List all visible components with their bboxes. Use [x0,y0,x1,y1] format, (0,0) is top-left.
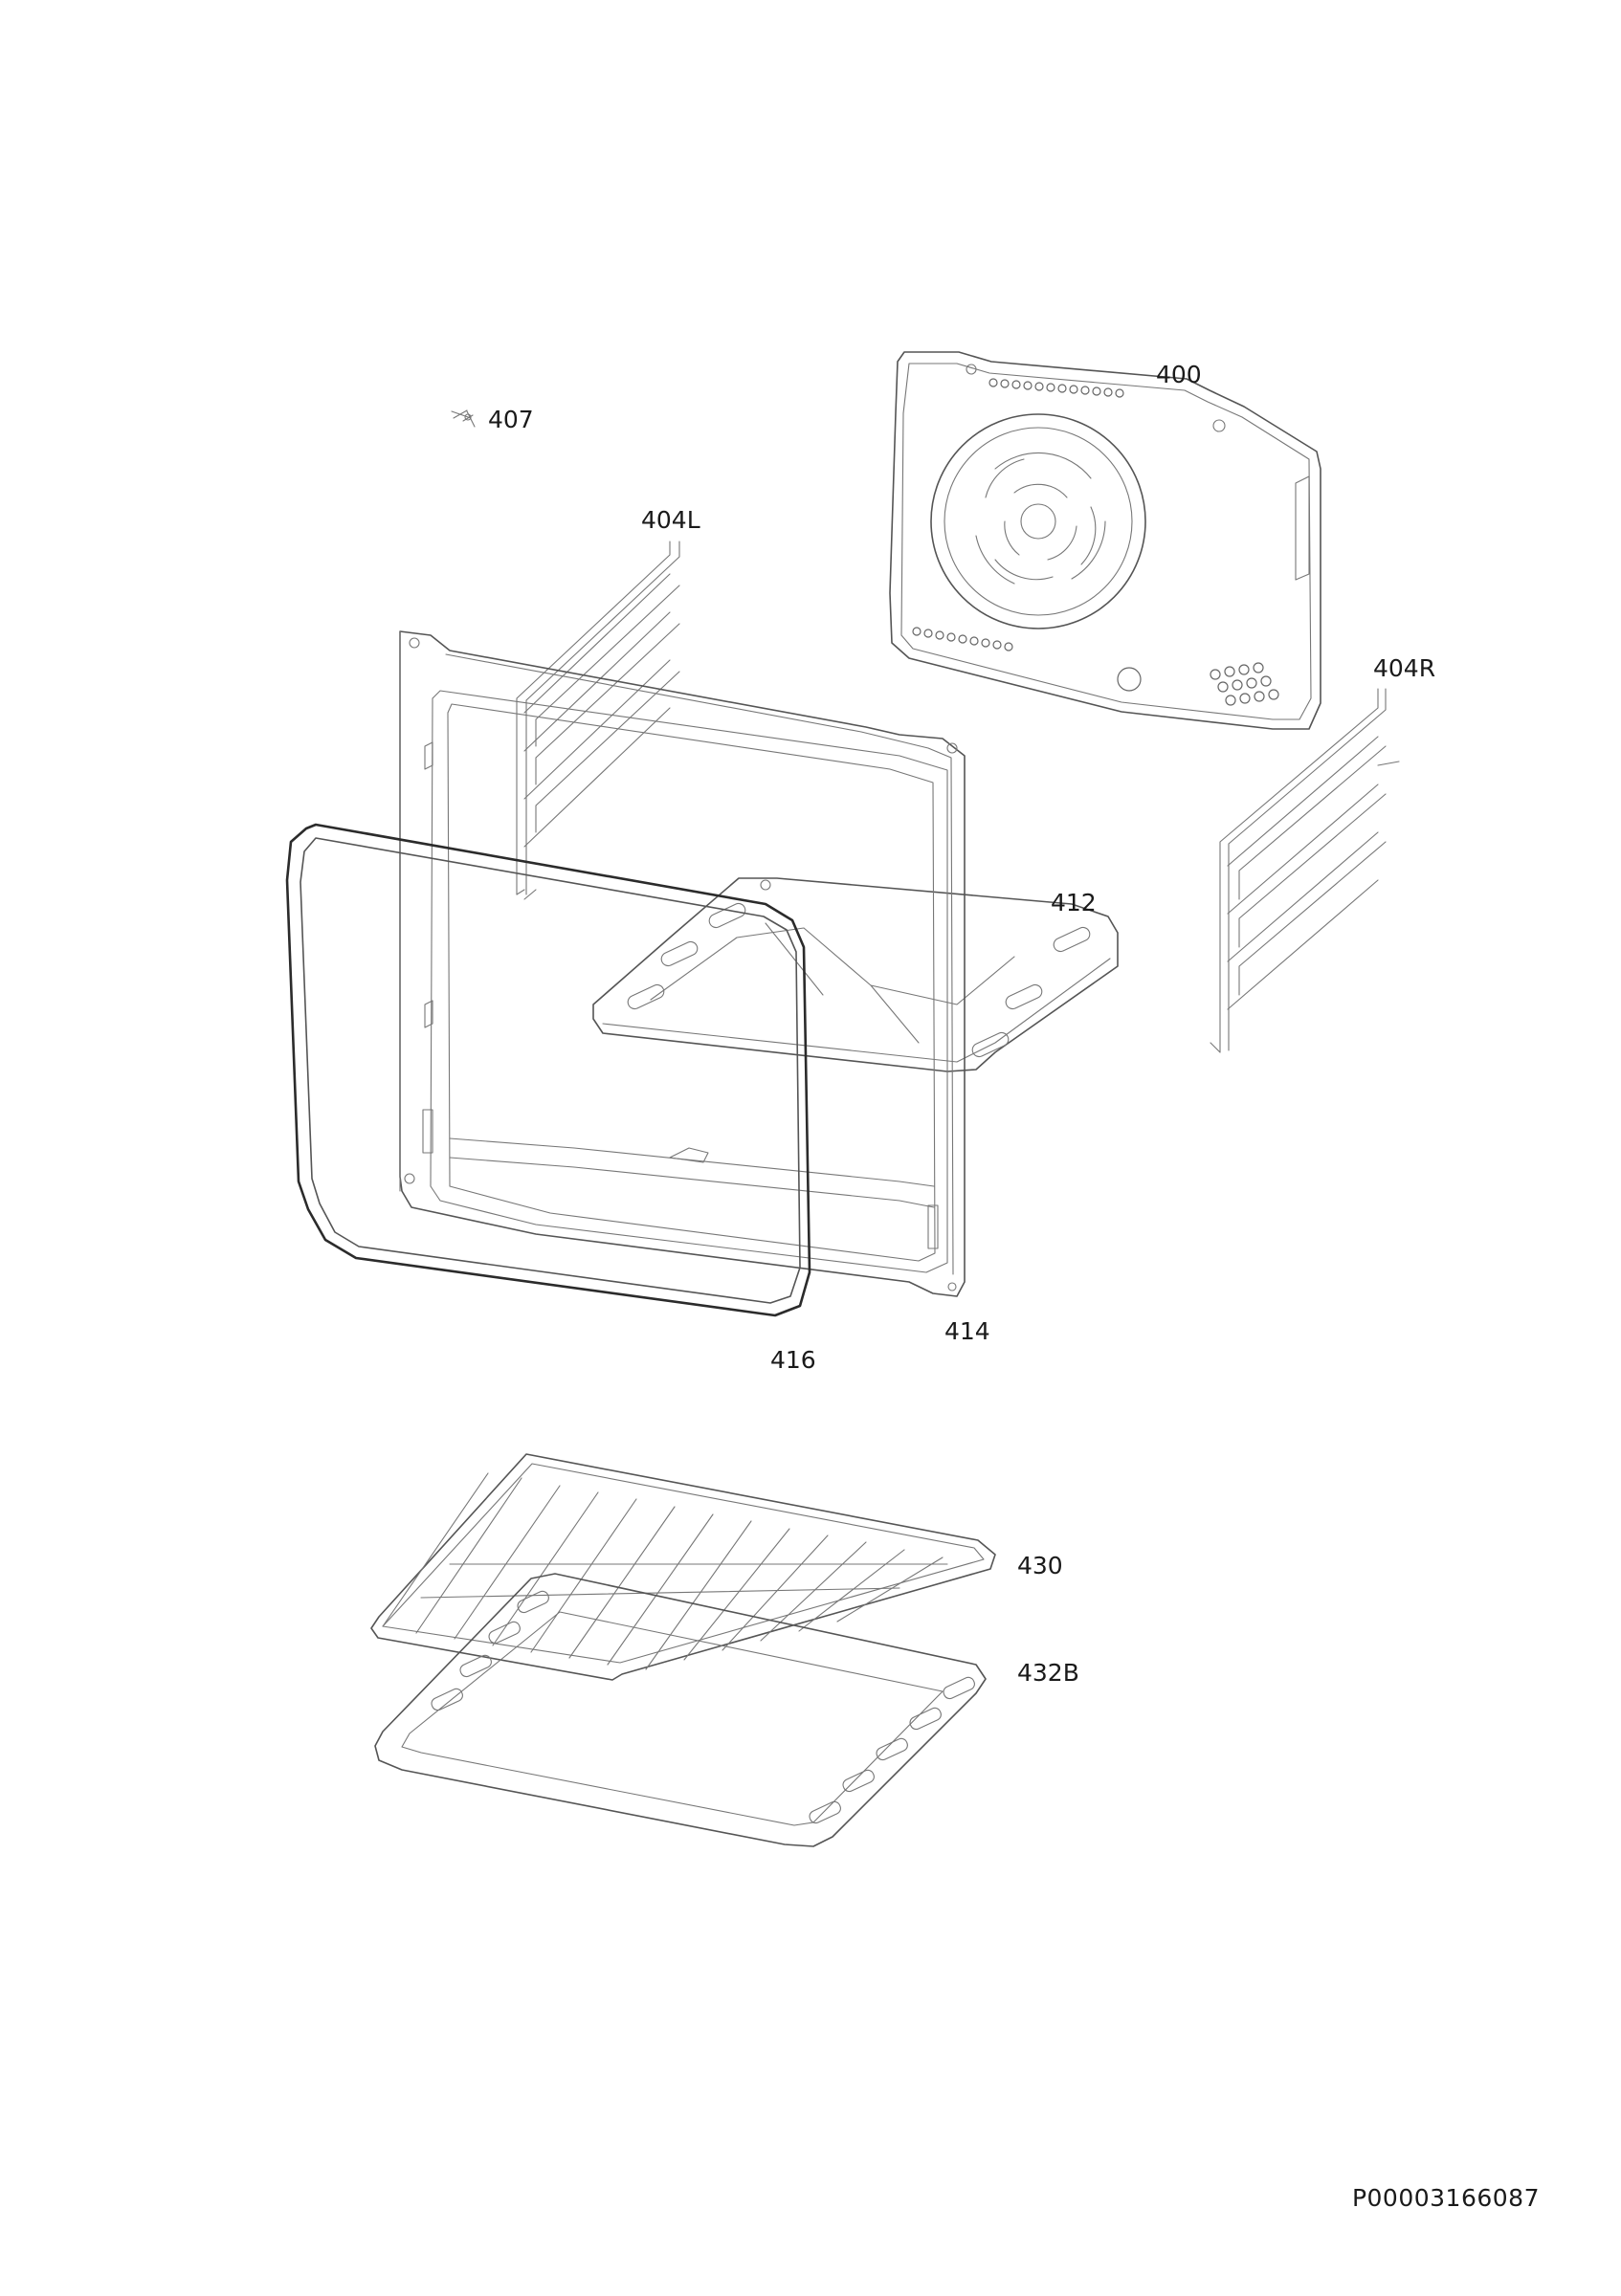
callout-404L: 404L [641,506,700,534]
callout-400: 400 [1156,361,1202,388]
callout-412: 412 [1051,889,1097,916]
fan-cover [930,413,1146,629]
callout-407: 407 [488,406,534,433]
part-404L-left-shelf-support [516,541,680,900]
vent-holes-bottom [912,627,1279,706]
callout-430: 430 [1017,1552,1063,1579]
part-404R-right-shelf-support [1210,688,1400,1053]
part-407-screw [451,409,476,428]
callout-404R: 404R [1373,654,1435,682]
document-id: P00003166087 [1351,2184,1540,2212]
part-430-wire-shelf [370,1453,996,1681]
part-414-front-frame [399,630,966,1297]
vent-holes-top [988,378,1124,398]
part-412-bottom-plate [592,877,1119,1072]
part-432B-baking-tray [374,1573,987,1847]
part-416-door-gasket [285,823,811,1317]
part-400-back-panel [889,351,1321,730]
callout-414: 414 [944,1317,990,1345]
callout-432B: 432B [1017,1659,1079,1687]
callout-416: 416 [770,1346,816,1374]
